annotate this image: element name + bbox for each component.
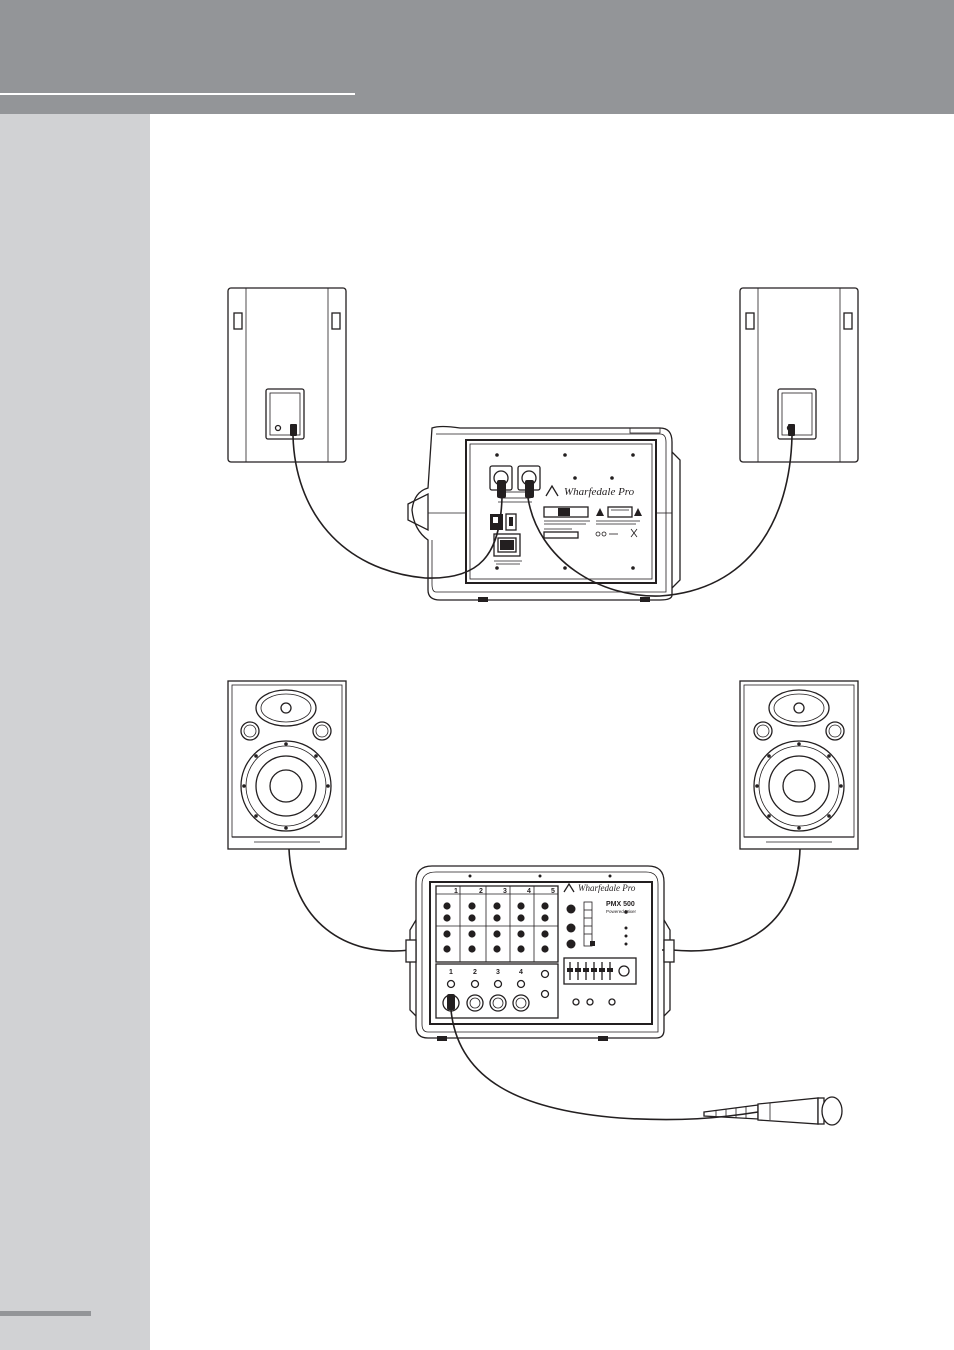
top-channel-5: 5 [551,888,555,895]
left-speaker-rear [227,287,347,463]
top-channel-3: 3 [503,888,507,895]
left-speaker-cable-front [288,848,411,952]
rear-brand-label: Wharfedale Pro [564,486,635,498]
mixer-rear: Wharfedale Pro [407,425,681,602]
input-channel-1: 1 [449,969,453,976]
top-channel-4: 4 [527,888,531,895]
top-channel-2: 2 [479,888,483,895]
microphone-cable [450,1009,759,1121]
footer-rule [0,1311,91,1316]
right-speaker-cable-rear [527,435,793,597]
right-speaker-cable-front [662,848,801,952]
header-rule [0,93,355,95]
input-channel-4: 4 [519,969,523,976]
xlr-connector-icon [442,994,530,1012]
warning-triangle-icon [634,508,642,516]
microphone-icon [703,1096,843,1126]
left-speaker-cable-rear [292,435,503,579]
mixer-front: 1 2 3 4 5 1 2 3 4 Wharfe [405,865,675,1041]
header-bar [0,0,954,114]
sidebar [0,114,150,1350]
right-speaker-rear [739,287,859,463]
top-channel-1: 1 [454,888,458,895]
mixer-subtitle-label: Powered Mixer [606,909,637,914]
input-channel-3: 3 [496,969,500,976]
front-brand-label: Wharfedale Pro [578,883,636,893]
warning-triangle-icon [596,508,604,516]
left-speaker-front [227,680,347,850]
right-speaker-front [739,680,859,850]
mixer-model-label: PMX 500 [606,901,635,908]
input-channel-2: 2 [473,969,477,976]
